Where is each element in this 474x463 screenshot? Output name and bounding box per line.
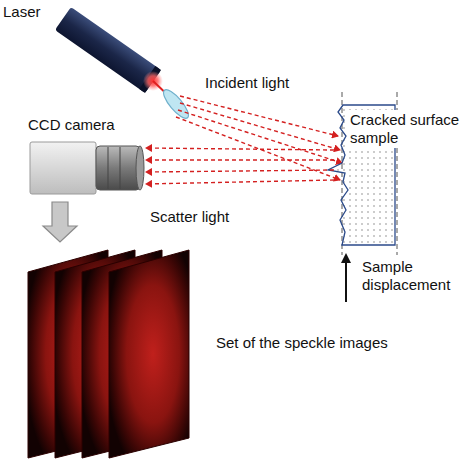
displacement-label: Sample displacement bbox=[362, 258, 467, 294]
sample-label: Cracked surface sample bbox=[348, 110, 470, 148]
laser-label: Laser bbox=[3, 3, 41, 21]
scatter-label: Scatter light bbox=[150, 208, 229, 226]
beam-label: Incident light bbox=[205, 74, 289, 92]
images-label: Set of the speckle images bbox=[216, 334, 388, 352]
camera-label: CCD camera bbox=[28, 116, 115, 134]
